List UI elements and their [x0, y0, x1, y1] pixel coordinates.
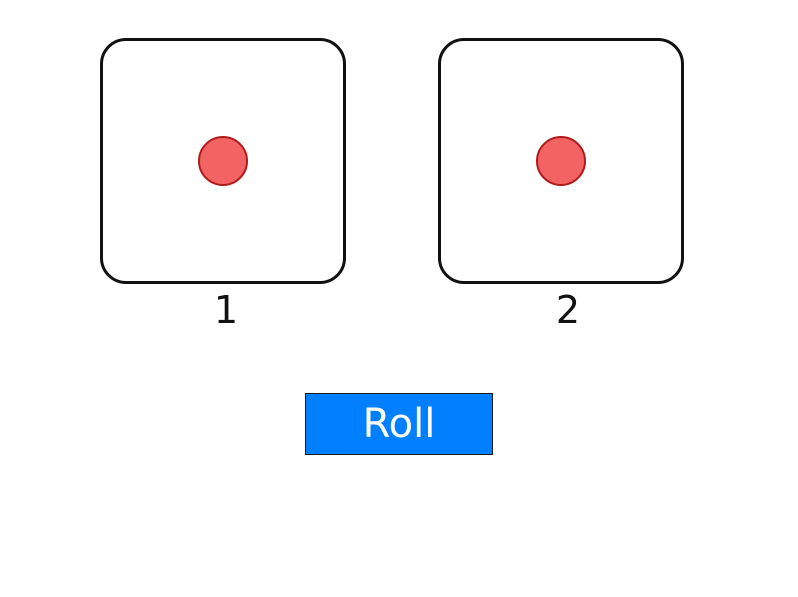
roll-button[interactable]: Roll	[305, 393, 493, 455]
die-1	[100, 38, 346, 284]
die-2-pip	[536, 136, 586, 186]
die-1-pip	[198, 136, 248, 186]
die-2	[438, 38, 684, 284]
die-1-label: 1	[213, 288, 239, 332]
die-2-label: 2	[555, 288, 581, 332]
